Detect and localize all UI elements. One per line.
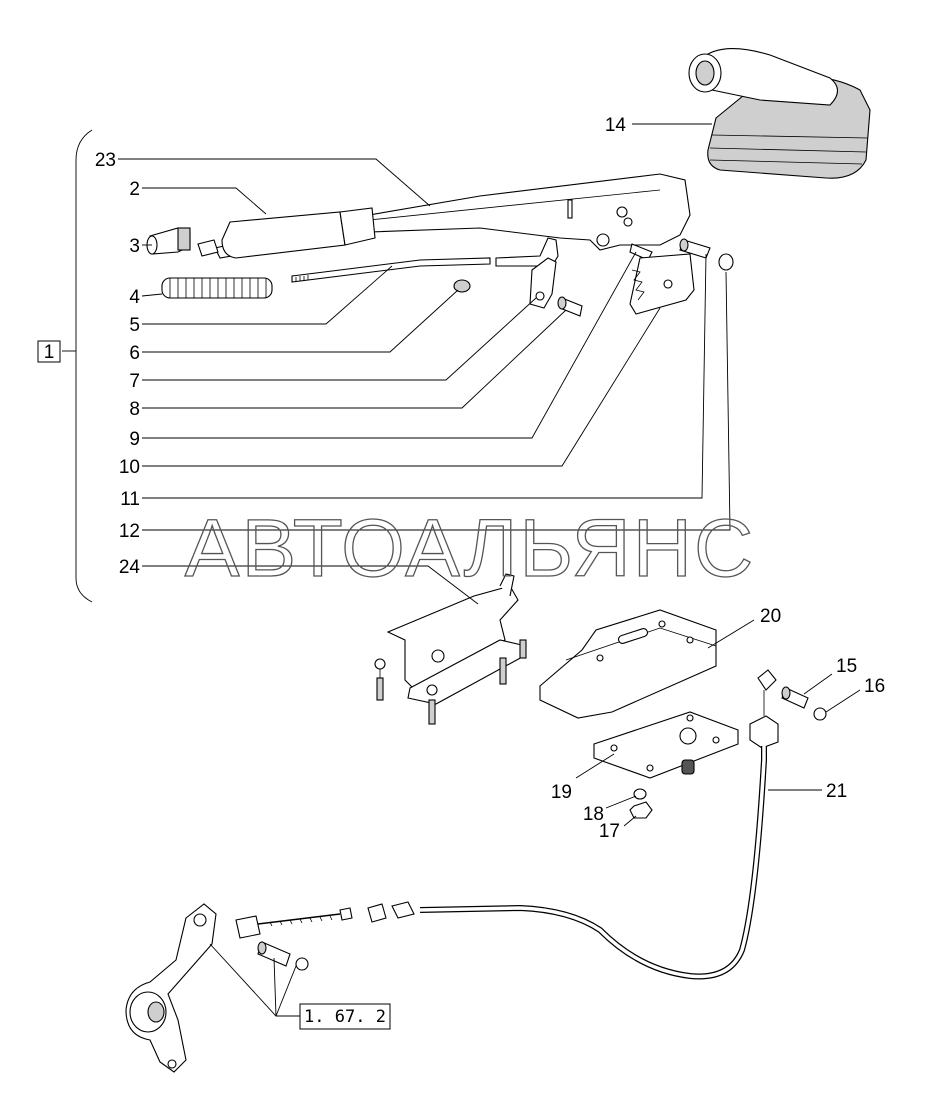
callout-24: 24: [119, 557, 141, 578]
pawl-pin: [557, 296, 583, 317]
reference-label: 1. 67. 2: [304, 1007, 386, 1027]
leader-lines: [118, 123, 861, 1017]
washer: [633, 788, 647, 800]
lever-bracket: [374, 573, 527, 725]
release-button: [146, 227, 191, 255]
nut: [629, 801, 653, 819]
retaining-clip: [453, 279, 471, 293]
callout-21: 21: [826, 781, 847, 802]
callout-19: 19: [551, 782, 572, 803]
group-box-label: 1: [44, 342, 55, 363]
callout-7: 7: [129, 371, 140, 392]
callout-2: 2: [129, 179, 140, 200]
callout-4: 4: [129, 287, 140, 308]
snap-ring: [718, 253, 734, 271]
caliper-lever: [125, 903, 217, 1073]
callout-14: 14: [605, 115, 627, 136]
callout-8: 8: [129, 399, 140, 420]
callout-17: 17: [599, 821, 620, 842]
mounting-plate-lower: [593, 711, 739, 779]
callout-3: 3: [129, 236, 140, 257]
cable-pin-clip: [813, 707, 827, 721]
return-spring: [161, 277, 273, 299]
callout-10: 10: [119, 457, 140, 478]
ratchet-sector: [629, 253, 695, 315]
callout-9: 9: [129, 429, 140, 450]
callout-6: 6: [129, 343, 140, 364]
mounting-plate-upper: [539, 609, 717, 719]
release-rod: [291, 237, 559, 283]
group-bracket: [75, 129, 93, 603]
reference-box: [299, 1003, 391, 1030]
callout-5: 5: [129, 315, 140, 336]
callout-20: 20: [760, 606, 781, 627]
brake-cable: [235, 669, 779, 980]
callout-15: 15: [836, 656, 857, 677]
caliper-pin: [257, 941, 309, 971]
callout-23: 23: [95, 150, 116, 171]
cable-pin: [781, 686, 809, 709]
watermark: АВТОАЛЬЯНС: [185, 503, 755, 594]
lever-knob-boot: [688, 48, 871, 179]
callout-12: 12: [119, 521, 140, 542]
callout-16: 16: [864, 676, 885, 697]
callout-18: 18: [583, 804, 604, 825]
callout-11: 11: [120, 489, 140, 510]
lever-handle-grip: [197, 207, 376, 259]
group-box: [37, 340, 61, 363]
